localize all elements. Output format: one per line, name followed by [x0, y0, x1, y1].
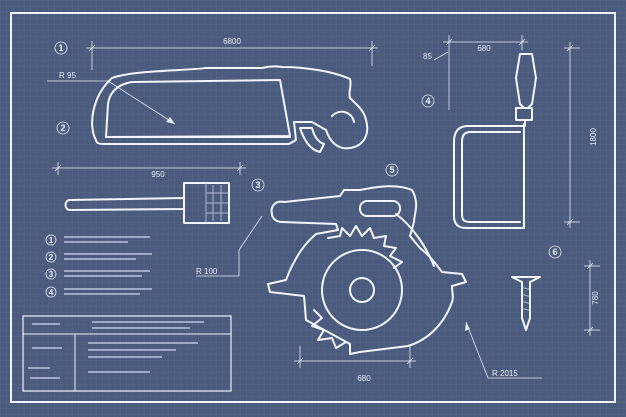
- marker-3: 3: [255, 180, 260, 190]
- screw: [511, 276, 541, 331]
- legend-marker-3: 3: [49, 270, 54, 279]
- legend-placeholder-lines: [64, 236, 152, 295]
- radius-leader-small: [238, 215, 263, 251]
- circular-saw-drawing: 3 5 R 100 680 R 2015: [196, 163, 542, 383]
- dimension-circular-radius-small: R 100: [196, 267, 218, 276]
- marker-5: 5: [389, 165, 394, 175]
- coping-saw-frame-inner: [461, 131, 521, 223]
- legend: 1 2 3 4: [45, 234, 152, 298]
- dimension-circular-radius-large: R 2015: [492, 369, 518, 378]
- legend-marker-4: 4: [49, 288, 54, 297]
- marker-6: 6: [552, 247, 557, 257]
- radius-leader-large: [465, 321, 489, 379]
- title-block-placeholder-lines: [28, 321, 204, 379]
- legend-marker-1: 1: [49, 236, 54, 245]
- dimension-coping-width: 680: [477, 44, 491, 53]
- circular-saw-teeth: [327, 225, 403, 269]
- legend-circle-2: [45, 251, 57, 263]
- marker-circle-3: [251, 178, 265, 192]
- marker-4: 4: [425, 96, 430, 106]
- coping-saw-drawing: 4 680 85 1800: [421, 35, 598, 229]
- hacksaw-drawing: 1 6800 R 95 2: [47, 37, 378, 153]
- hacksaw-opening: [105, 79, 291, 138]
- circular-saw-guard: [395, 213, 435, 267]
- radius-leader: [107, 80, 176, 125]
- circular-saw-arbor: [349, 277, 375, 303]
- dimension-hammer-width: 950: [151, 170, 165, 179]
- hacksaw-handle-curve: [331, 110, 355, 123]
- marker-circle-2: [56, 121, 70, 135]
- title-block: [22, 315, 232, 392]
- marker-circle-4: [421, 94, 435, 108]
- marker-circle-5: [385, 163, 399, 177]
- dimension-hacksaw-radius: R 95: [59, 71, 76, 80]
- dimension-coping-height: 1800: [589, 128, 598, 146]
- hacksaw-trigger: [299, 127, 325, 153]
- legend-circle-1: [45, 234, 57, 246]
- outer-frame: [10, 12, 616, 403]
- marker-circle-1: [54, 41, 68, 55]
- legend-circle-3: [45, 268, 57, 280]
- circular-saw-body: [267, 185, 467, 355]
- dimension-coping-offset: 85: [423, 52, 432, 61]
- marker-1: 1: [58, 43, 63, 53]
- circular-saw-blade: [321, 249, 403, 331]
- title-block-frame: [22, 315, 232, 392]
- circular-saw-teeth-lower: [311, 309, 347, 349]
- dimension-hacksaw-width: 6800: [223, 37, 241, 46]
- coping-saw-frame: [453, 119, 526, 229]
- circular-saw-grip: [359, 200, 401, 217]
- legend-circle-4: [45, 286, 57, 298]
- dimension-screw-height: 780: [591, 291, 600, 305]
- screw-drawing: 6 780: [511, 245, 600, 336]
- marker-2: 2: [60, 123, 65, 133]
- hammer-handle: [64, 197, 185, 211]
- dimension-circular-width: 680: [357, 374, 371, 383]
- marker-circle-6: [548, 245, 562, 259]
- legend-marker-2: 2: [49, 253, 54, 262]
- hammer-drawing: 950: [52, 162, 246, 224]
- hacksaw-frame: [91, 65, 369, 150]
